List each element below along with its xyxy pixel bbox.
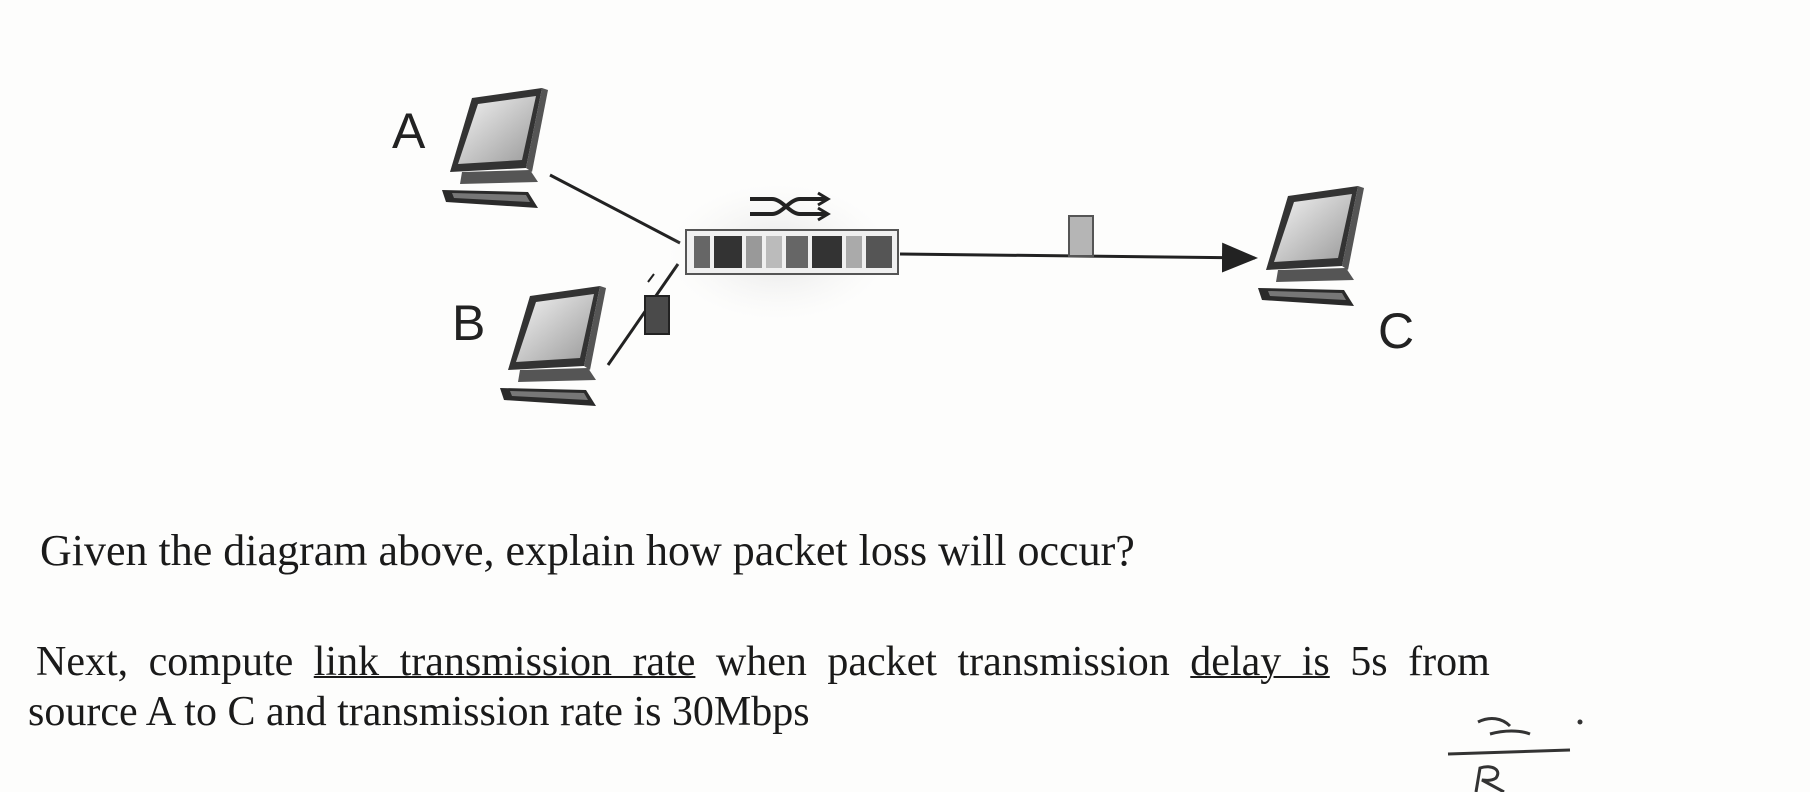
question-2-part-4: delay is: [1190, 639, 1330, 685]
computer-c-icon: [1258, 186, 1364, 306]
queued-packet: [846, 236, 862, 268]
queued-packet: [714, 236, 742, 268]
question-transmission-rate-line-2: source A to C and transmission rate is 3…: [28, 689, 810, 735]
queued-packet: [812, 236, 842, 268]
question-2-part-2: link transmission rate: [313, 639, 696, 685]
computer-a-icon: [442, 88, 548, 208]
host-a-label: A: [392, 103, 426, 159]
question-2-part-3: when packet transmission: [695, 639, 1191, 685]
queued-packet: [866, 236, 892, 268]
handwritten-note: [1447, 717, 1583, 792]
question-2-part-5: 5s from: [1329, 639, 1490, 685]
packet-from-b: [644, 295, 670, 335]
question-packet-loss: Given the diagram above, explain how pac…: [40, 526, 1135, 575]
queued-packet: [766, 236, 782, 268]
switch-crossover-icon: [750, 191, 831, 222]
queued-packet: [694, 236, 710, 268]
packet-in-transit: [1068, 215, 1094, 257]
computer-b-icon: [500, 286, 606, 406]
host-b-label: B: [452, 295, 485, 351]
link-a-router: [549, 173, 681, 245]
incoming-arrow: [647, 273, 655, 283]
question-2-part-1: Next, compute: [36, 639, 314, 685]
router-icon: [668, 184, 899, 320]
queued-packet: [746, 236, 762, 268]
host-c-label: C: [1378, 303, 1414, 359]
queued-packet: [786, 236, 808, 268]
link-b-router: [606, 263, 680, 366]
network-diagram: A B C: [392, 88, 1414, 406]
question-transmission-rate: Next, compute link transmission rate whe…: [36, 638, 1490, 686]
